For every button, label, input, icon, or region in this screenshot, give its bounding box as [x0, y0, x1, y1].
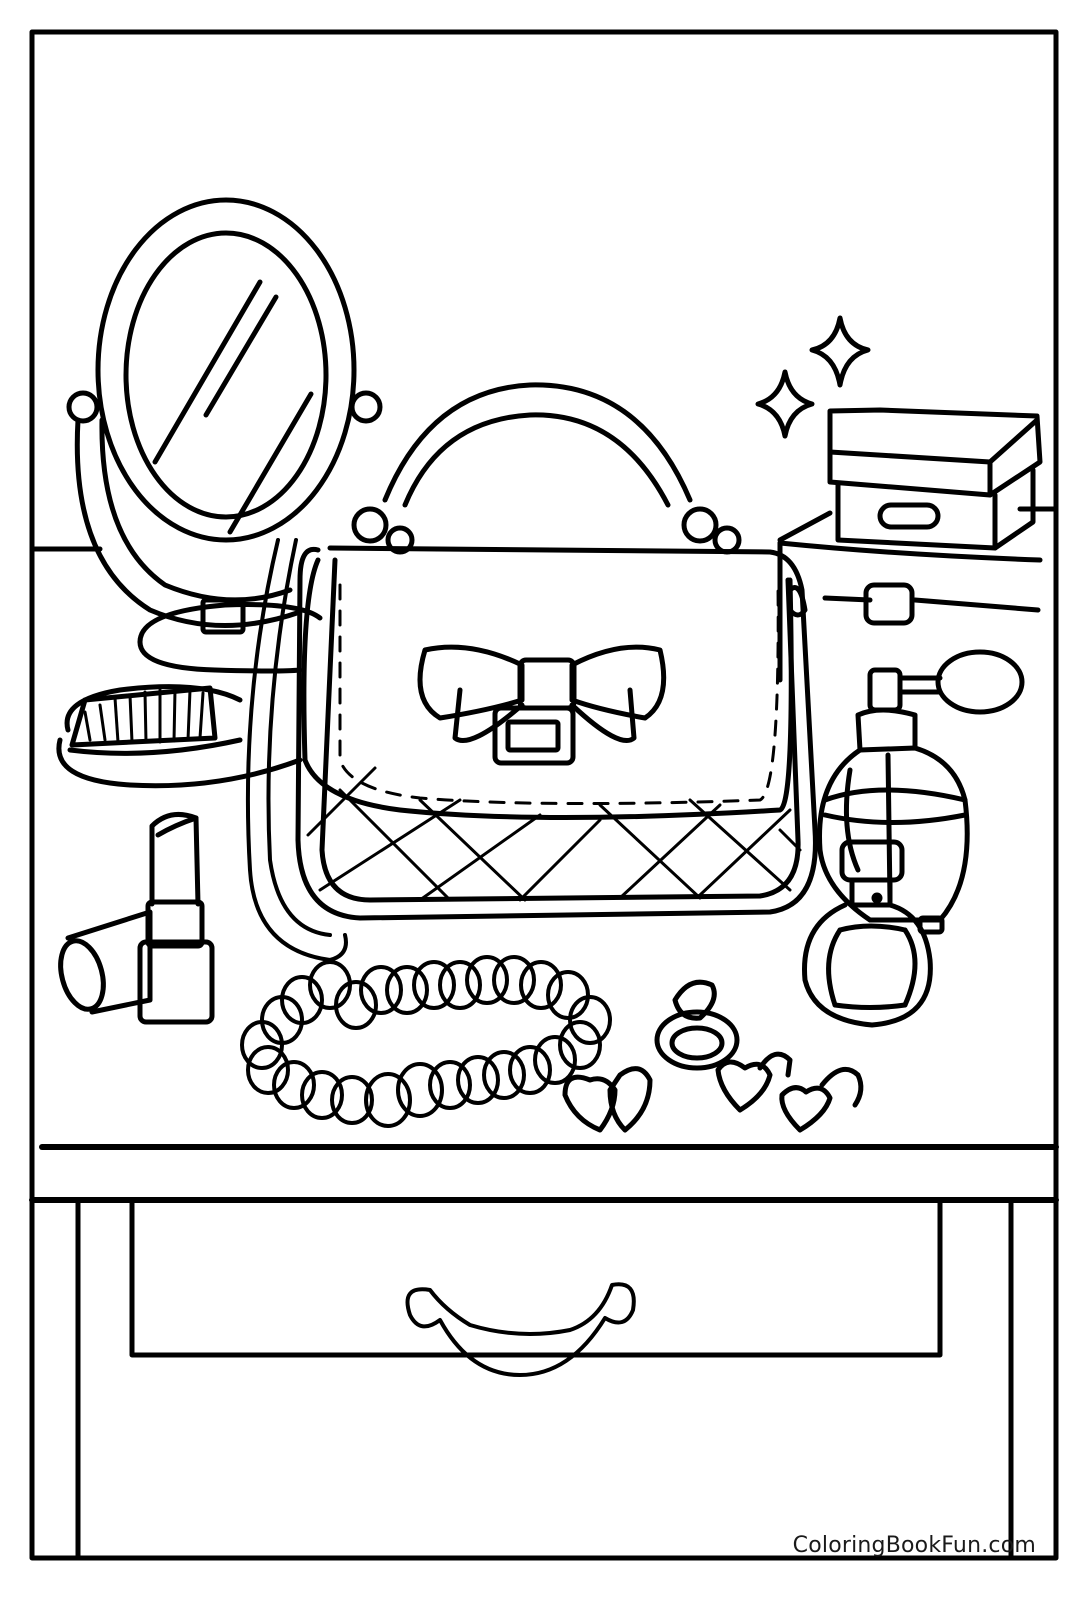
- chain-strap-icon: [245, 538, 348, 962]
- heart-earrings-drop-icon: [715, 1051, 864, 1133]
- quilt-pattern: [306, 766, 802, 902]
- hairbrush-icon: [56, 684, 303, 789]
- table-icon: [29, 1144, 1059, 1561]
- pearl-necklace-icon: [240, 955, 612, 1128]
- buckle-icon: [492, 705, 576, 766]
- lipstick-icon: [58, 811, 215, 1025]
- perfume-bottle-icon: [802, 839, 933, 1028]
- site-credit: ColoringBookFun.com: [792, 1533, 1036, 1558]
- handbag-icon: [295, 382, 818, 921]
- bow-icon: [417, 644, 667, 744]
- heart-earrings-stud-icon: [562, 1066, 653, 1133]
- table-drawer-icon: [129, 1197, 943, 1358]
- ring-icon: [654, 979, 740, 1071]
- jewelry-box-icon: [777, 510, 1043, 683]
- gift-box-icon: [827, 407, 1043, 551]
- drawer-handle-icon: [405, 1282, 636, 1377]
- page-frame: [29, 29, 1059, 1561]
- sparkles-icon: [755, 315, 871, 439]
- oval-mirror-icon: [66, 197, 383, 674]
- table-back-edge: [29, 506, 1059, 552]
